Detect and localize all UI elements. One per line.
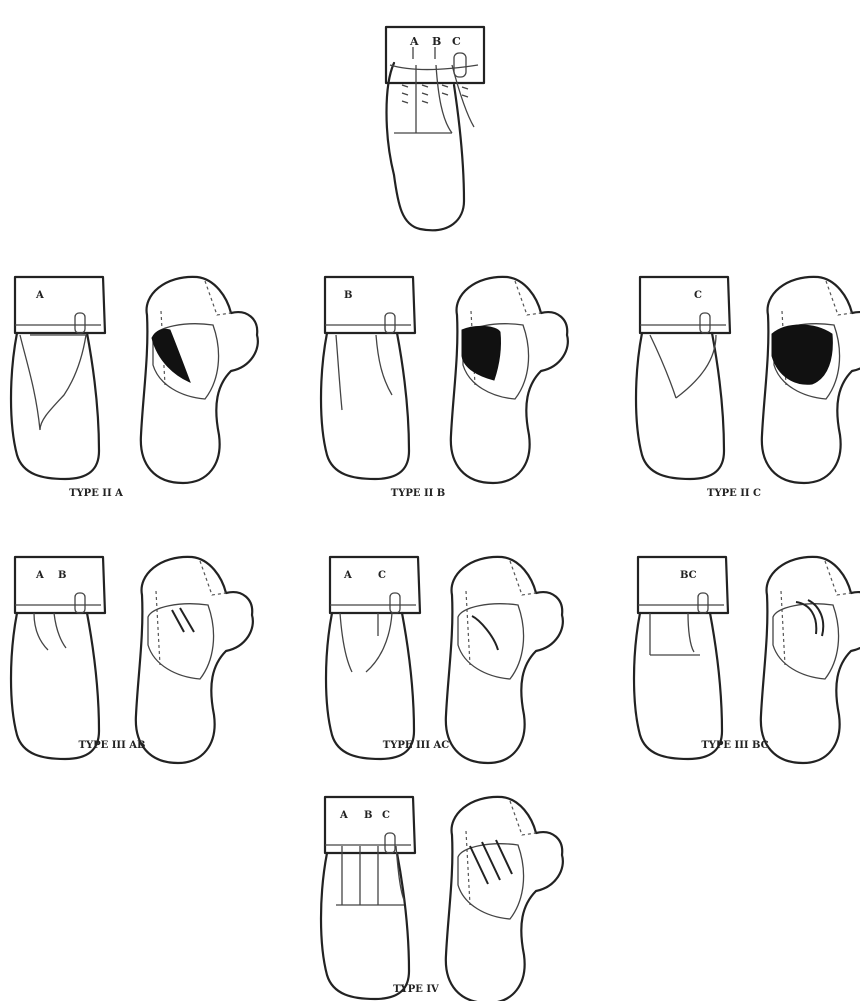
reference-diagram: A B C <box>386 27 484 230</box>
letter-a-iii-ac: A <box>343 570 352 581</box>
panel-type-ii-b: B TYPE II B <box>321 277 568 499</box>
top-label-b: B <box>432 35 441 48</box>
panel-type-iii-ab: A B TYPE III AB <box>11 557 253 763</box>
caption-type-iv: TYPE IV <box>393 984 439 995</box>
letter-b-iii-ab: B <box>58 570 66 581</box>
letter-a-ii-a: A <box>35 290 44 301</box>
caption-type-iii-bc: TYPE III BC <box>701 740 768 751</box>
letter-c-iv: C <box>382 810 390 821</box>
letter-a-iv: A <box>339 810 348 821</box>
panel-type-ii-a: A TYPE II A <box>11 277 258 499</box>
panel-type-ii-c: C TYPE II C <box>636 277 860 499</box>
panel-type-iii-bc: BC TYPE III BC <box>634 557 860 763</box>
caption-type-iii-ab: TYPE III AB <box>79 740 146 751</box>
letter-b-iv: B <box>364 810 372 821</box>
letter-c-ii-c: C <box>694 290 702 301</box>
letter-c-iii-ac: C <box>378 570 386 581</box>
panel-type-iii-ac: A C TYPE III AC <box>326 557 563 763</box>
letter-a-iii-ab: A <box>35 570 44 581</box>
caption-type-ii-a: TYPE II A <box>69 488 123 499</box>
panel-type-iv: A B C TYPE IV <box>321 797 563 1001</box>
top-label-c: C <box>452 35 461 48</box>
letter-bc-iii-bc: BC <box>680 570 697 581</box>
caption-type-ii-b: TYPE II B <box>391 488 446 499</box>
caption-type-iii-ac: TYPE III AC <box>383 740 449 751</box>
letter-b-ii-b: B <box>344 290 352 301</box>
caption-type-ii-c: TYPE II C <box>707 488 761 499</box>
top-label-a: A <box>409 35 419 48</box>
